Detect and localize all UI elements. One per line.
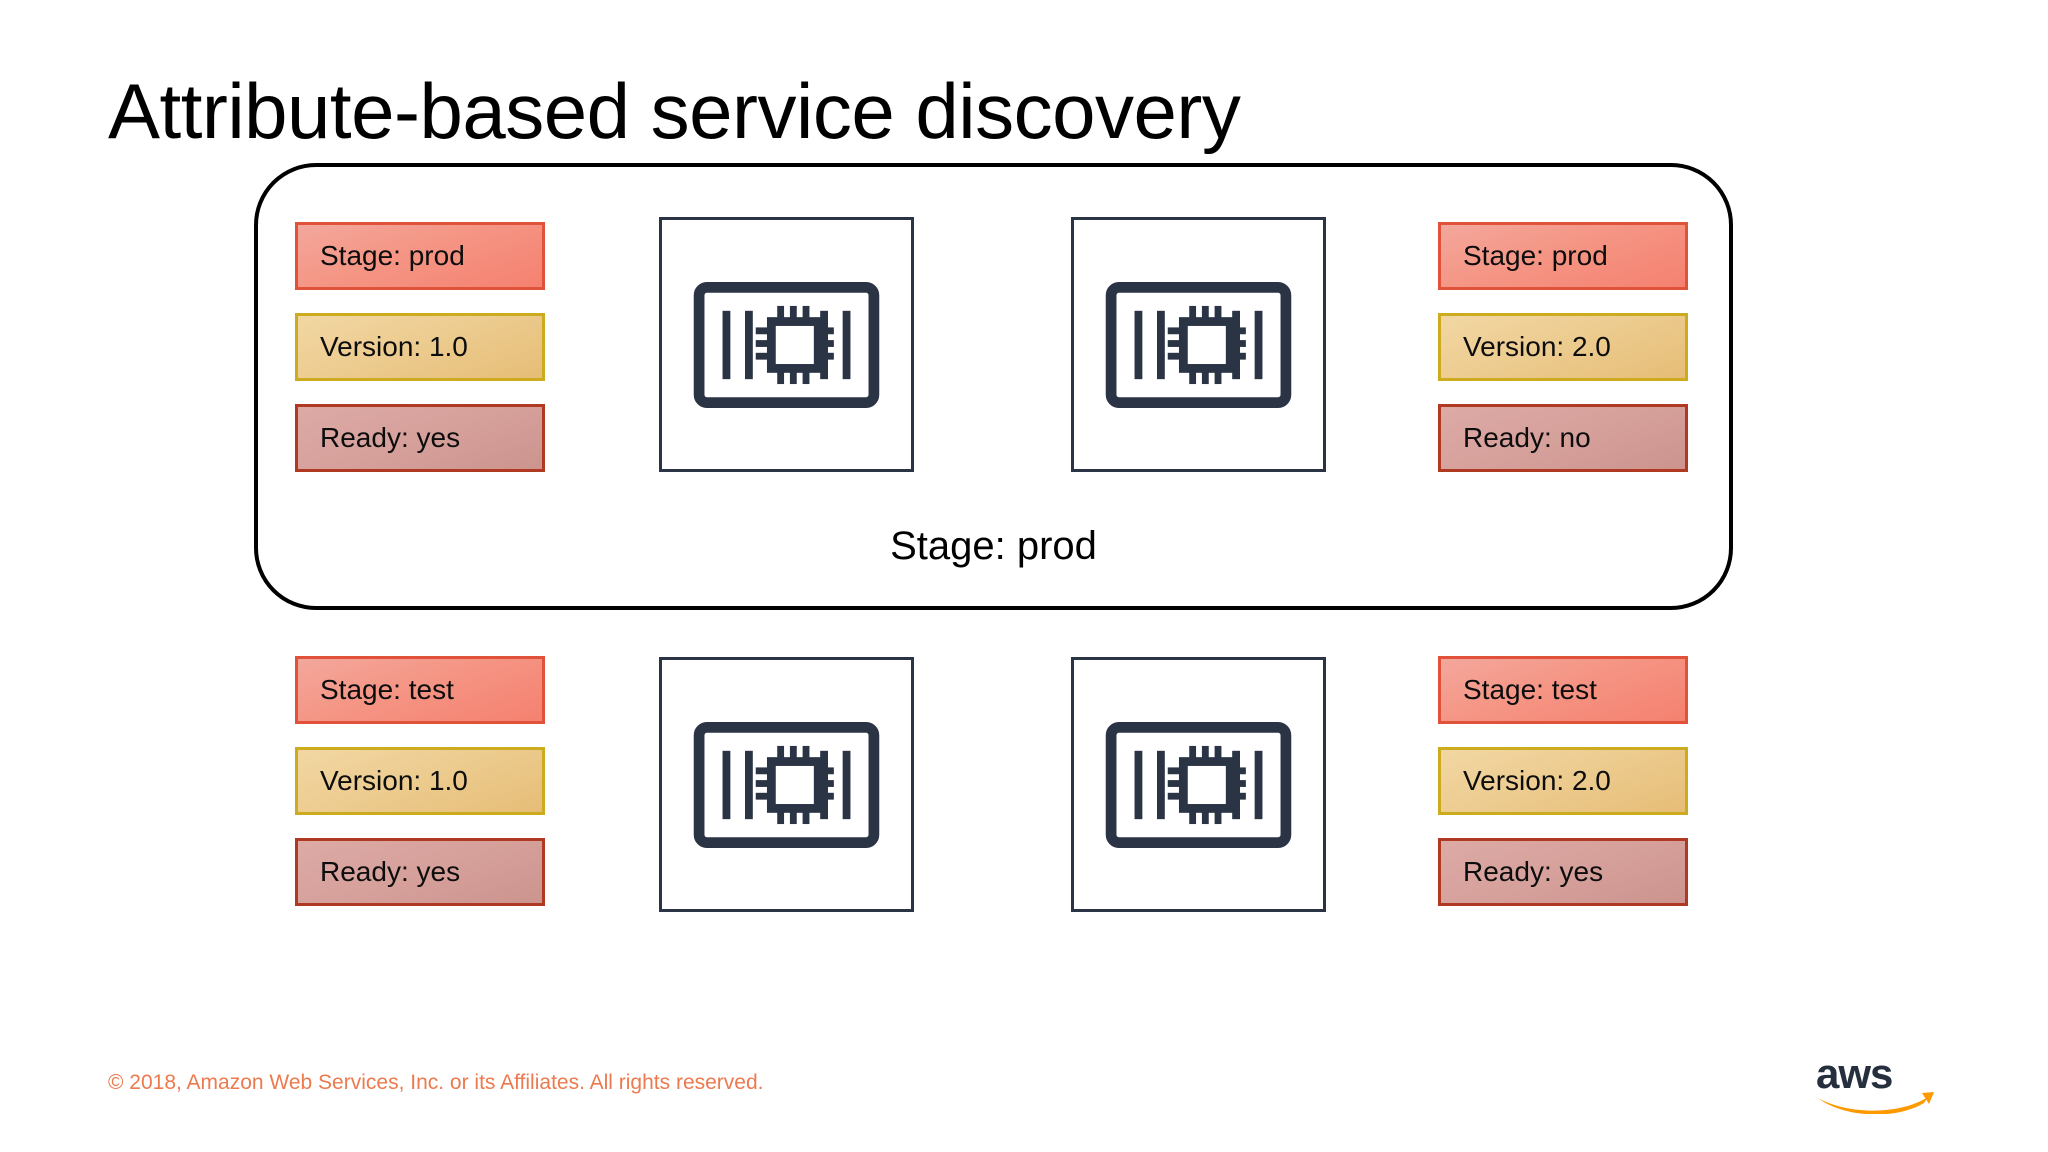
aws-logo: aws [1812,1048,1942,1114]
attribute-chip-stage: Stage: test [295,656,545,724]
attribute-stack-top-right: Stage: prod Version: 2.0 Ready: no [1438,222,1688,472]
attribute-stack-bottom-right: Stage: test Version: 2.0 Ready: yes [1438,656,1688,906]
attribute-chip-stage: Stage: prod [1438,222,1688,290]
attribute-chip-version: Version: 1.0 [295,747,545,815]
attribute-chip-ready: Ready: yes [295,404,545,472]
attribute-chip-version: Version: 1.0 [295,313,545,381]
attribute-chip-ready: Ready: yes [1438,838,1688,906]
attribute-stack-top-left: Stage: prod Version: 1.0 Ready: yes [295,222,545,472]
svg-text:aws: aws [1816,1050,1892,1097]
prod-stage-group-boundary [254,163,1733,610]
container-compute-icon [1071,217,1326,472]
attribute-chip-version: Version: 2.0 [1438,747,1688,815]
container-compute-icon [1071,657,1326,912]
attribute-chip-ready: Ready: yes [295,838,545,906]
container-compute-icon [659,217,914,472]
footer-copyright: © 2018, Amazon Web Services, Inc. or its… [108,1071,764,1094]
page-title: Attribute-based service discovery [108,67,1241,155]
attribute-stack-bottom-left: Stage: test Version: 1.0 Ready: yes [295,656,545,906]
prod-stage-group-label: Stage: prod [890,524,1097,568]
attribute-chip-version: Version: 2.0 [1438,313,1688,381]
container-compute-icon [659,657,914,912]
attribute-chip-stage: Stage: test [1438,656,1688,724]
attribute-chip-ready: Ready: no [1438,404,1688,472]
attribute-chip-stage: Stage: prod [295,222,545,290]
